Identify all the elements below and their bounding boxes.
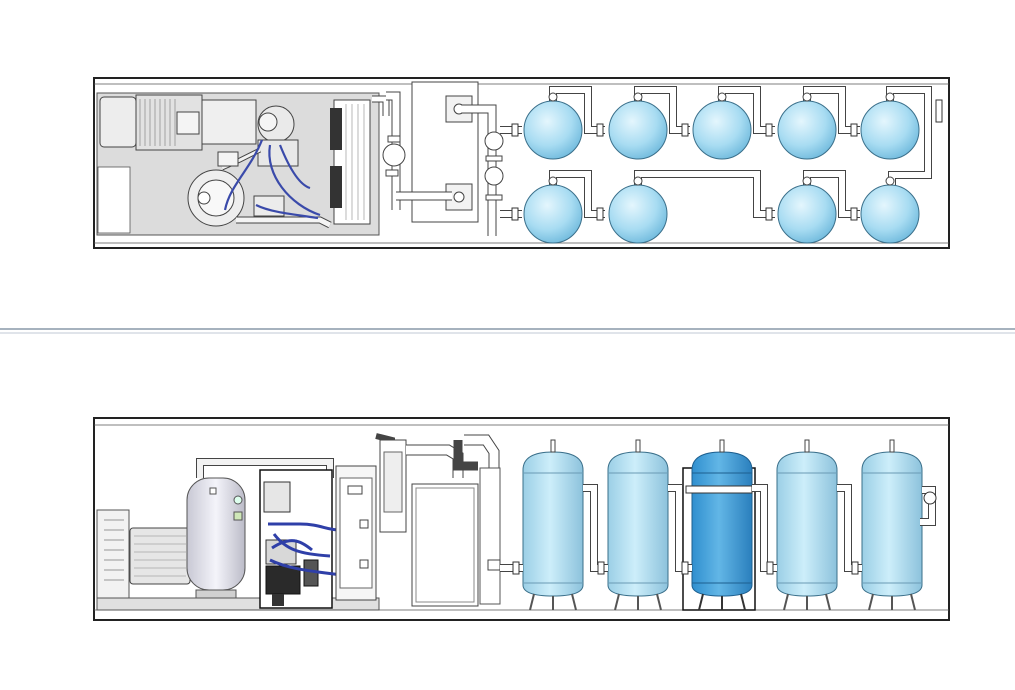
tank-plan [608,92,668,160]
compressor-skid-elevation [96,458,380,611]
tank-plan [860,92,920,160]
separator-tank [186,477,246,599]
tank-elevation [607,439,669,611]
tank-plan [692,92,752,160]
header-pipes-elevation [500,484,937,575]
elevation-view [93,417,950,621]
tank-elevation [776,439,838,611]
dryer-elevation [375,433,501,607]
motor-plan [99,94,257,151]
plan-view [93,77,950,249]
tanks-elevation [522,439,923,611]
compressor-skid-plan [96,92,390,236]
hoses-plan [223,139,321,220]
dryer-plan [382,81,504,236]
cooler-plan [330,99,371,225]
tank-plan [860,176,920,244]
tank-plan [523,92,583,160]
tank-elevation-highlighted [682,439,756,611]
tank-plan [777,176,837,244]
tank-plan [777,92,837,160]
section-divider [0,328,1015,334]
tank-plan [608,176,668,244]
tank-elevation [861,439,923,611]
valves-plan [511,99,943,221]
cooler-elevation [335,465,377,601]
tanks-plan [523,92,920,244]
air-end-elevation [259,469,333,609]
tank-plan [523,176,583,244]
tank-elevation [522,439,584,611]
